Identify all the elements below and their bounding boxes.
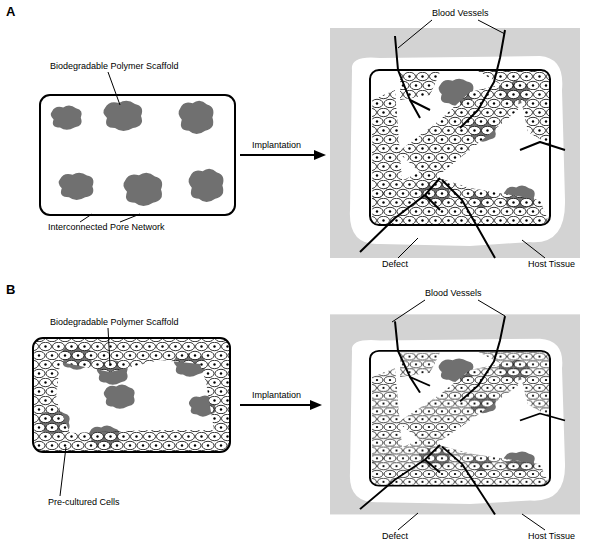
arrow-label: Implantation [252, 390, 301, 401]
callout-label: Blood Vessels [425, 288, 482, 299]
callout-label: Pre-cultured Cells [48, 497, 120, 508]
callout-label: Defect [382, 531, 408, 542]
callout-label: Defect [382, 259, 408, 270]
callout-label: Biodegradable Polymer Scaffold [50, 317, 178, 328]
panel-letter: B [6, 282, 15, 297]
callout-label: Biodegradable Polymer Scaffold [50, 61, 178, 72]
callout-label: Blood Vessels [432, 8, 489, 19]
callout-label: Host Tissue [528, 259, 575, 270]
callout-label: Interconnected Pore Network [48, 222, 165, 233]
panel-letter: A [6, 4, 15, 19]
callout-label: Host Tissue [528, 531, 575, 542]
arrow-label: Implantation [252, 140, 301, 151]
